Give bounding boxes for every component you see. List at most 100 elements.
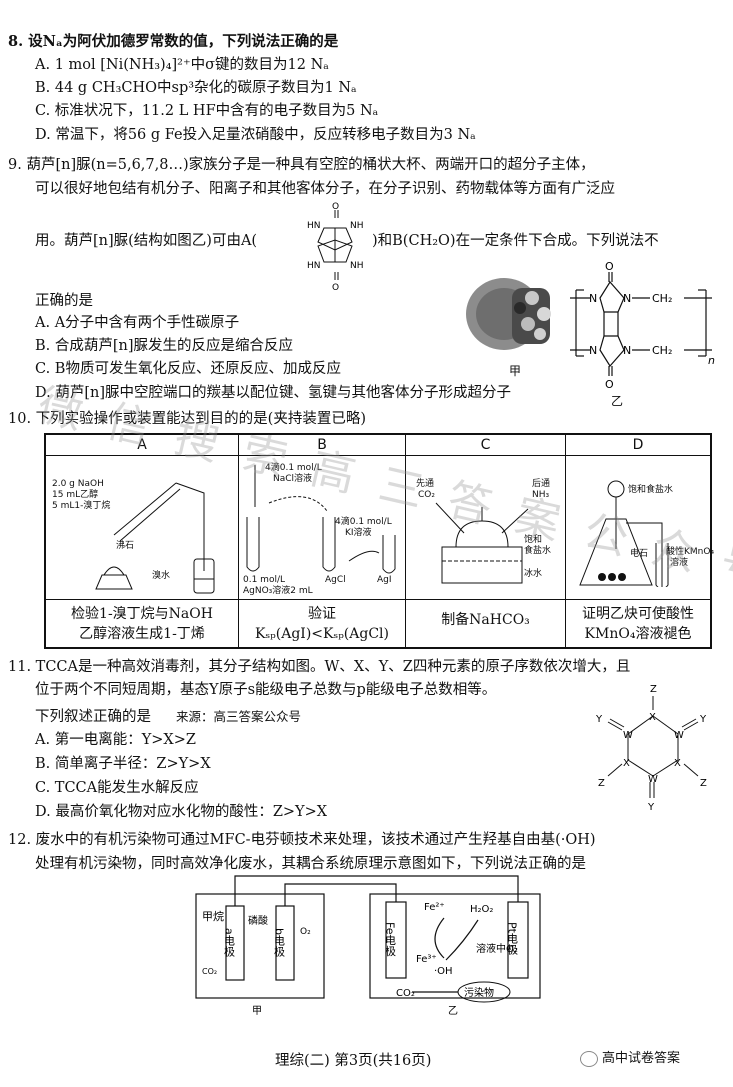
tcca-z-top: Z [650,684,657,695]
q11-option-d: D. 最高价氧化物对应水化物的酸性：Z>Y>X [35,804,328,820]
q10-col-c-caption: 制备NaHCO₃ [406,599,565,647]
diag-label-yi: 乙 [448,1005,458,1017]
cucurbituril-model-image [466,278,551,350]
b-label-agcl: AgCl [325,575,346,585]
a-label-boiling-chips: 沸石 [116,541,135,551]
diag-co2-right: CO₂ [396,988,415,999]
d-label-brine: 饱和食盐水 [628,485,674,495]
b-label-ki-drops: 4滴0.1 mol/L [335,517,392,527]
q9-option-d: D. 葫芦[n]脲中空腔端口的羰基以配位键、氢键与其他客体分子形成超分子 [35,385,511,401]
q11-line-1: 11. TCCA是一种高效消毒剂，其分子结构如图。W、X、Y、Z四种元素的原子序… [8,659,631,675]
yi-n-1: N [589,292,597,305]
q11-source: 来源：高三答案公众号 [176,709,302,724]
d-label-solution: 溶液 [670,558,689,568]
q9-line-3a: 用。葫芦[n]脲(结构如图乙)可由A( [35,233,258,249]
tcca-w-left: W [623,730,633,741]
a-apparatus-drawing [95,482,215,594]
q12-line-1: 12. 废水中的有机污染物可通过MFC-电芬顿技术来处理，该技术通过产生羟基自由… [8,832,596,848]
q11-option-b: B. 简单离子半径：Z>Y>X [35,756,211,772]
q10-col-b-letter: B [239,435,405,456]
diag-pollutant: 污染物 [464,986,494,999]
yi-n-subscript: n [708,354,715,367]
footer-brand-text: 高中试卷答案 [602,1051,681,1066]
diag-fe-electrode: Fe电极 [384,922,397,957]
diag-hydroxyl: ·OH [434,966,453,977]
a-nh-top: NH [350,221,364,231]
q10-col-a: A 2.0 g NaOH 15 mL乙醇 5 mL1-溴丁烷 沸石 溴水 检验1… [46,435,239,647]
b-apparatus-drawing [246,465,396,574]
b-label-ki-solution: KI溶液 [345,528,372,538]
tcca-structure: Z X W W X X W Y Y Y Z Z [595,684,707,813]
a-nh-bottom: NH [350,261,364,271]
b-label-nacl-solution: NaCl溶液 [273,474,313,484]
diag-electrode-b: b电极 [273,928,286,958]
d-label-kmno4: 酸性KMnO₄ [666,547,715,557]
q12-line-2: 处理有机污染物，同时高效净化废水，其耦合系统原理示意图如下，下列说法正确的是 [35,856,586,872]
b-label-agi: AgI [377,575,392,585]
cucurbituril-structure: O O N N N N CH₂ CH₂ n [570,260,715,391]
q10-col-c-letter: C [406,435,565,456]
mfc-fenton-diagram: 甲烷 CO₂ a电极 磷酸 b电极 O₂ Fe电极 Fe²⁺ Fe³⁺ ·OH … [195,875,541,1017]
yi-n-4: N [623,344,631,357]
q10-col-b: B 4滴0.1 mol/L NaCl溶液 4滴0.1 mol/L KI溶液 0.… [239,435,406,647]
compound-a-structure: O O HN NH HN NH [307,202,364,292]
figure-jia-label: 甲 [509,364,522,378]
diag-methane: 甲烷 [202,909,224,923]
b-caption-line-1: 验证 [308,606,336,622]
c-label-saturated: 饱和 [524,535,543,545]
q9-line-2: 可以很好地包结有机分子、阳离子和其他客体分子，在分子识别、药物载体等方面有广泛应 [35,181,615,197]
q10-col-a-caption: 检验1-溴丁烷与NaOH 乙醇溶液生成1-丁烯 [46,599,238,647]
a-label-naoh: 2.0 g NaOH [52,479,104,489]
diag-co2-left: CO₂ [202,967,217,976]
q11-option-a: A. 第一电离能：Y>X>Z [35,732,196,748]
q8-option-a: A. 1 mol [Ni(NH₃)₄]²⁺中σ键的数目为12 Nₐ [35,57,329,73]
c-label-then: 后通 [532,479,551,489]
q9-option-b: B. 合成葫芦[n]脲发生的反应是缩合反应 [35,338,294,354]
yi-n-2: N [623,292,631,305]
d-caption-line-1: 证明乙炔可使酸性 [582,606,694,622]
q10-col-d-letter: D [566,435,710,456]
b-caption-line-2: Kₛₚ(AgI)<Kₛₚ(AgCl) [255,626,389,642]
b-label-agno3-volume: AgNO₃溶液2 mL [243,586,313,596]
yi-ch2-top: CH₂ [652,292,672,305]
tcca-y-left: Y [595,714,603,725]
q11-option-c: C. TCCA能发生水解反应 [35,780,199,796]
a-caption-line-2: 乙醇溶液生成1-丁烯 [79,626,205,642]
diag-o2: O₂ [300,927,311,937]
diag-label-jia: 甲 [252,1006,262,1017]
yi-o-bottom: O [605,378,614,391]
d-label-calcium-carbide: 电石 [630,549,649,559]
yi-ch2-bottom: CH₂ [652,344,672,357]
q10-col-d-caption: 证明乙炔可使酸性 KMnO₄溶液褪色 [566,599,710,647]
a-label-ethanol: 15 mL乙醇 [52,490,99,500]
diag-fe2: Fe²⁺ [424,902,445,913]
q9-option-c: C. B物质可发生氧化反应、还原反应、加成反应 [35,361,341,377]
diag-solution-o2: 溶液中O₂ [476,942,518,955]
a-label-bromobutane: 5 mL1-溴丁烷 [52,501,111,511]
tcca-z-left: Z [598,778,605,789]
diag-h2o2: H₂O₂ [470,904,493,915]
tcca-w-bottom: W [648,774,658,785]
a-label-bromine-water: 溴水 [152,571,171,581]
diag-phosphoric-acid: 磷酸 [248,914,268,927]
brand-icon [580,1050,598,1067]
c-label-first: 先通 [416,479,435,489]
c-label-co2: CO₂ [418,490,435,500]
diag-pt-electrode: Pt电极 [506,922,519,956]
c-caption-line-1: 制备NaHCO₃ [441,612,530,628]
tcca-z-right: Z [700,778,707,789]
c-label-brine: 食盐水 [524,546,552,556]
yi-n-3: N [589,344,597,357]
a-caption-line-1: 检验1-溴丁烷与NaOH [71,606,213,622]
q8-option-d: D. 常温下，将56 g Fe投入足量浓硝酸中，反应转移电子数目为3 Nₐ [35,127,476,143]
q8-option-b: B. 44 g CH₃CHO中sp³杂化的碳原子数目为1 Nₐ [35,80,357,96]
q8-stem: 8. 设Nₐ为阿伏加德罗常数的值，下列说法正确的是 [8,33,339,50]
c-label-ice-water: 冰水 [524,569,543,579]
a-hn-top: HN [307,221,321,231]
q10-col-a-letter: A [46,435,238,456]
diag-fe3: Fe³⁺ [416,954,437,965]
footer-brand: 高中试卷答案 [580,1050,680,1068]
q9-line-4: 正确的是 [35,293,93,309]
a-o-top: O [332,202,339,212]
q10-col-d: D 饱和食盐水 电石 酸性KMnO₄ 溶液 证明乙炔可使酸性 KMnO₄溶液褪色 [566,435,714,647]
